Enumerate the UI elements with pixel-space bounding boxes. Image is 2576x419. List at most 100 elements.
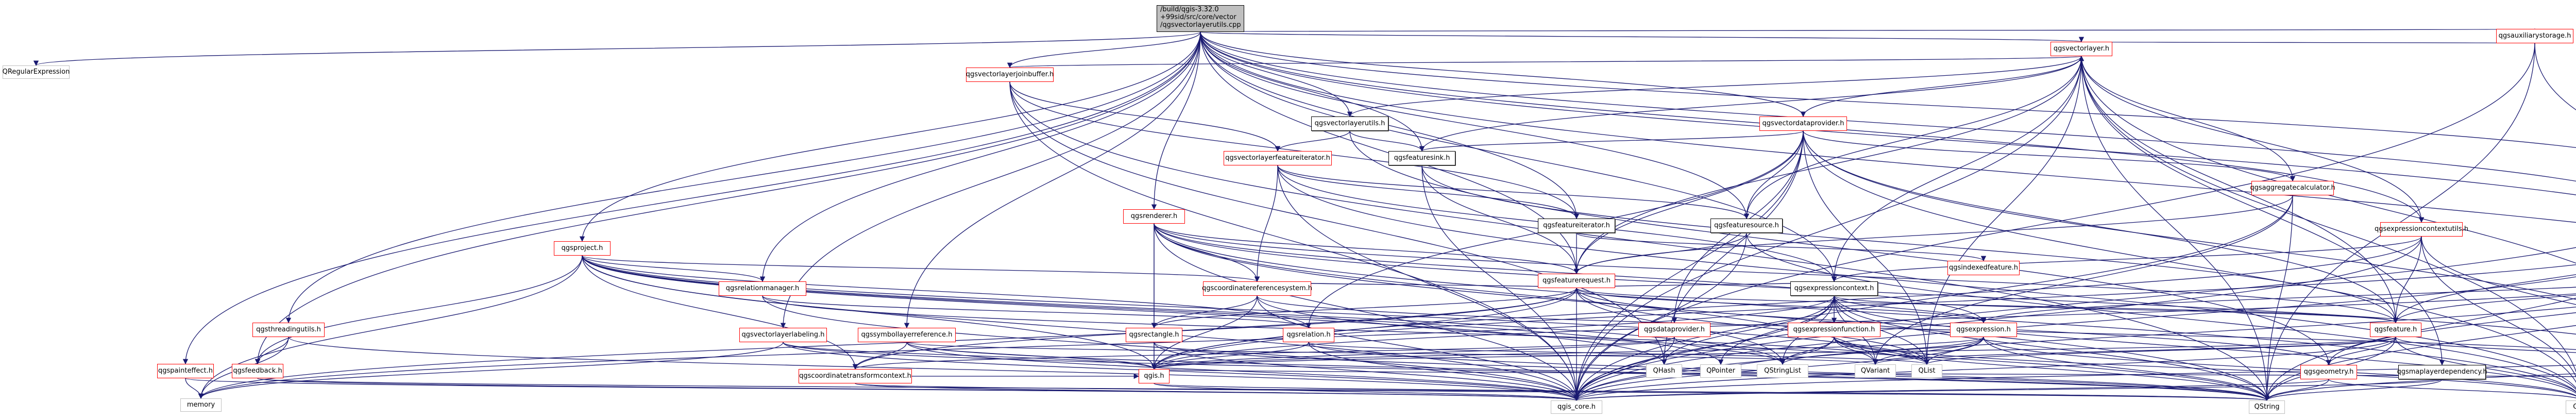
- edge-root-to-qgsvectorlayer: [1200, 31, 2083, 43]
- edge-qgspallabeling-to-qgsfeature: [2393, 295, 2576, 324]
- node-qstringlist[interactable]: QStringList: [1757, 364, 1808, 378]
- edge-qgscoordinatereferencesystem-to-qstring: [1257, 295, 2270, 401]
- edge-qgsproject-to-qlist: [582, 255, 1929, 365]
- edge-qgsvectordataprovider-to-qmap: [1803, 130, 2576, 300]
- edge-qgsvectorlayerlabeling-to-qgis_core: [783, 342, 1579, 401]
- node-qgsaggregatecalculator[interactable]: qgsaggregatecalculator.h: [2250, 181, 2335, 195]
- node-qgsrectangle[interactable]: qgsrectangle.h: [1126, 328, 1182, 342]
- edge-root-to-qgsproject: [579, 31, 1201, 242]
- edge-qgsvectorlayerjoinbuffer-to-qgsvectorlayerfeatureiterator: [1009, 81, 1281, 152]
- node-qgis-core[interactable]: qgis_core.h: [1551, 400, 1602, 414]
- edge-qgsvectordataprovider-to-qgsfeaturesource: [1743, 130, 1804, 220]
- edge-qgsvectorlayerfeatureiterator-to-qgscoordinatereferencesystem: [1254, 165, 1278, 282]
- root-label-line: +99sid/src/core/vector: [1160, 13, 1236, 21]
- edge-root-to-qregularexpression: [33, 31, 1201, 66]
- node-qgscoordinatetransformcontext[interactable]: qgscoordinatetransformcontext.h: [799, 369, 912, 383]
- edge-root-to-qgsrelationmanager: [759, 31, 1201, 282]
- node-qhash[interactable]: QHash: [1646, 364, 1682, 378]
- node-qlist[interactable]: QList: [1911, 364, 1942, 378]
- edge-root-to-qgspallabeling: [1200, 31, 2576, 195]
- node-qgsvectorlayer[interactable]: qgsvectorlayer.h: [2050, 42, 2112, 56]
- edge-qgsvectorlayerjoinbuffer-to-qstring: [1009, 81, 2270, 401]
- edge-qgscoordinatereferencesystem-to-qgis_core: [1257, 295, 1580, 401]
- node-qgsexpressioncontextutils[interactable]: qgsexpressioncontextutils.h: [2375, 222, 2468, 237]
- node-qgspainteffect[interactable]: qgspainteffect.h: [157, 364, 214, 378]
- edge-qgscoordinatereferencesystem-to-qgsrectangle: [1151, 295, 1258, 329]
- edge-qgsrelation-to-qgis: [1151, 342, 1309, 370]
- edge-qgsvectorlayerjoinbuffer-to-qgsfeatureiterator: [1009, 81, 1580, 220]
- edge-qgsfeature-to-qlist: [1924, 337, 2396, 365]
- node-qstring[interactable]: QString: [2249, 400, 2285, 414]
- edge-qgsexpressionfunction-to-qset: [1834, 337, 2576, 397]
- edge-qgsexpressioncontextutils-to-qgsexpressioncontext: [1832, 236, 2422, 282]
- edge-qgsaggregatecalculator-to-qstring: [2264, 195, 2293, 401]
- node-qgsthreadingutils[interactable]: qgsthreadingutils.h: [252, 323, 325, 337]
- edge-root-to-qgsfeaturesink: [1200, 31, 1425, 152]
- node-qgsgeometry[interactable]: qgsgeometry.h: [2300, 365, 2357, 379]
- edge-qgsaggregatecalculator-to-qgis_core: [1573, 195, 2293, 401]
- node-qgsrelation[interactable]: qgsrelation.h: [1283, 328, 1334, 342]
- edge-qgsstyle-to-qstring: [2264, 297, 2576, 401]
- edge-qgsvectordataprovider-to-qhash: [1661, 130, 1804, 365]
- node-qgsindexedfeature[interactable]: qgsindexedfeature.h: [1947, 261, 2020, 275]
- edge-qgsstyle-to-qgsfeature: [2393, 274, 2576, 324]
- edge-qgsexpression-to-qset: [1983, 337, 2576, 396]
- edge-qgsfeature-to-qgis_core: [1574, 337, 2396, 401]
- edge-qgsfeaturesource-to-qset: [1746, 232, 2576, 390]
- node-qgsauxiliarystorage[interactable]: qgsauxiliarystorage.h: [2496, 29, 2573, 43]
- node-qgsproject[interactable]: qgsproject.h: [554, 241, 611, 256]
- node-qgscoordinatereferencesystem[interactable]: qgscoordinatereferencesystem.h: [1202, 281, 1312, 296]
- edge-qgsmaplayerdependency-to-qstring: [2264, 379, 2443, 401]
- edge-qgsfeaturerequest-to-qgsfeature: [1576, 288, 2398, 324]
- node-qgsfeatureiterator[interactable]: qgsfeatureiterator.h: [1538, 219, 1615, 233]
- node-qgsrelationmanager[interactable]: qgsrelationmanager.h: [719, 281, 806, 296]
- node-qgssymbollayerreference[interactable]: qgssymbollayerreference.h: [858, 328, 956, 342]
- node-qgsfeaturesink[interactable]: qgsfeaturesink.h: [1388, 151, 1455, 165]
- node-qgsdataprovider[interactable]: qgsdataprovider.h: [1638, 323, 1710, 337]
- node-qgsfeature[interactable]: qgsfeature.h: [2370, 323, 2421, 337]
- edge-qgsrelationmanager-to-qgsrelation: [762, 295, 1311, 329]
- edge-qgsdataprovider-to-qgis: [1151, 337, 1675, 370]
- node-qgsfeaturesource[interactable]: qgsfeaturesource.h: [1710, 219, 1783, 233]
- edge-root-to-qgsstyle: [1200, 31, 2576, 182]
- edge-qgsvectorlayer-to-qgsfeaturesink: [1419, 56, 2082, 152]
- node-qgsvectorlayerfeatureiterator[interactable]: qgsvectorlayerfeatureiterator.h: [1224, 151, 1332, 165]
- edge-qgsauxiliarystorage-to-qstring: [2264, 43, 2535, 401]
- edge-qgsproject-to-qgsrelationmanager: [582, 255, 766, 282]
- node-qpointer[interactable]: QPointer: [1700, 364, 1741, 378]
- node-qset[interactable]: QSet: [2566, 400, 2576, 414]
- edge-qgsvectorlayer-to-qlist: [1924, 56, 2082, 365]
- node-qgsexpressioncontext[interactable]: qgsexpressioncontext.h: [1790, 281, 1878, 296]
- node-qgsvectorlayerjoinbuffer[interactable]: qgsvectorlayerjoinbuffer.h: [966, 68, 1054, 82]
- edge-qgsexpression-to-qstring: [1983, 337, 2270, 401]
- node-qvariant[interactable]: QVariant: [1855, 364, 1896, 378]
- edge-qgsvectordataprovider-to-qgsfeaturesink: [1419, 130, 1804, 152]
- node-memory[interactable]: memory: [180, 398, 222, 412]
- edge-qgsvectorlayerlabeling-to-memory: [198, 342, 784, 399]
- edge-qgsauxiliarystorage-to-qgsvectorlayer: [2081, 41, 2535, 47]
- edge-root-to-qgsstyleentityvisitor: [1200, 31, 2576, 148]
- edge-qgsvectordataprovider-to-qgis_core: [1573, 130, 1804, 401]
- edge-root-to-qgsvectorlayerutils_h: [1200, 31, 1353, 118]
- node-qgsexpressionfunction[interactable]: qgsexpressionfunction.h: [1788, 323, 1880, 337]
- node-qgsvectorlayerutils-h[interactable]: qgsvectorlayerutils.h: [1311, 116, 1388, 131]
- node-qgsvectorlayerlabeling[interactable]: qgsvectorlayerlabeling.h: [739, 328, 827, 342]
- node-qgsrenderer[interactable]: qgsrenderer.h: [1123, 209, 1185, 224]
- node-qgsfeedback[interactable]: qgsfeedback.h: [232, 364, 283, 378]
- edge-qgsvectorlayerutils_h-to-qgsfeaturesink: [1349, 130, 1425, 152]
- edge-qgsexpressioncontext-to-qset: [1834, 295, 2576, 394]
- node-qgsmaplayerdependency[interactable]: qgsmaplayerdependency.h: [2397, 365, 2487, 379]
- node-root[interactable]: /build/qgis-3.32.0+99sid/src/core/vector…: [1157, 5, 1244, 32]
- edge-qgsproject-to-qgscoordinatereferencesystem: [582, 255, 1260, 282]
- edge-qgsfeedback-to-qgis_core: [257, 378, 1579, 401]
- node-qgis[interactable]: qgis.h: [1139, 369, 1170, 383]
- edge-root-to-qgssymbollayer: [1200, 31, 2576, 223]
- node-qgsfeaturerequest[interactable]: qgsfeaturerequest.h: [1538, 274, 1615, 288]
- edge-qgsfeaturesink-to-qgis_core: [1421, 165, 1580, 401]
- edge-qgis-to-qgis_core: [1154, 383, 1579, 401]
- edge-qgsvectorlayer-to-qgsvectordataprovider: [1800, 56, 2082, 118]
- node-qgsexpression[interactable]: qgsexpression.h: [1950, 323, 2017, 337]
- edge-qgssymbollayerreference-to-qgis_core: [906, 342, 1579, 401]
- node-qgsvectordataprovider[interactable]: qgsvectordataprovider.h: [1759, 116, 1847, 131]
- node-qregularexpression[interactable]: QRegularExpression: [3, 65, 70, 79]
